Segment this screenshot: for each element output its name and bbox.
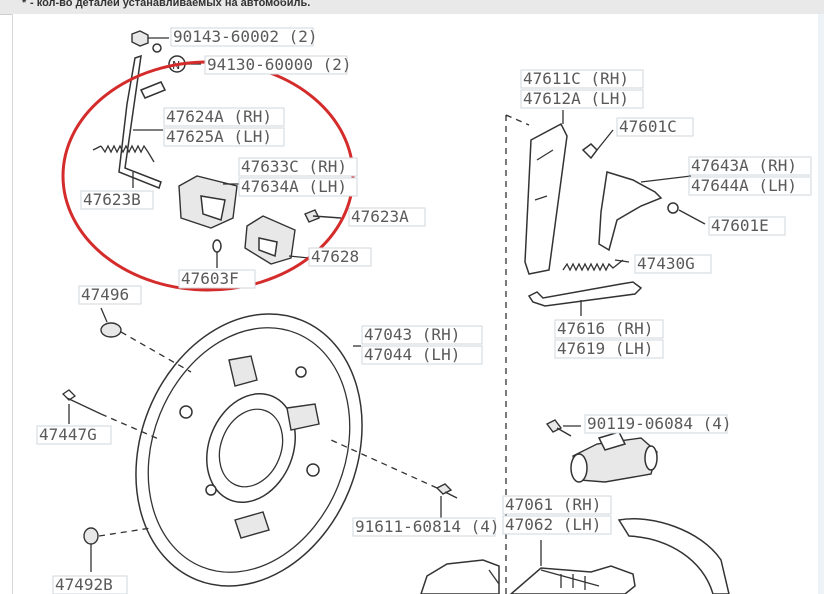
label-47644a[interactable]: 47644A (LH) [691,176,797,195]
lever-part [118,54,162,189]
label-47633c[interactable]: 47633C (RH) [241,157,347,176]
label-47612a[interactable]: 47612A (LH) [523,89,629,108]
anchor-bolt-part [61,389,102,415]
wheel-cylinder-part [570,431,658,483]
label-47496[interactable]: 47496 [81,285,129,304]
brake-parts-diagram: .ln { stroke:#333; stroke-width:1.3; fil… [36,27,812,594]
spring-part [92,144,155,163]
label-47601c[interactable]: 47601C [619,117,677,136]
cylinder-bolt-part [545,419,572,437]
label-47603f[interactable]: 47603F [181,269,239,288]
label-47619[interactable]: 47619 (LH) [557,339,653,358]
backing-plate [135,313,363,587]
label-47061[interactable]: 47061 (RH) [505,495,601,514]
label-47430g[interactable]: 47430G [637,254,695,273]
label-47492b[interactable]: 47492B [55,575,113,594]
parts-diagram-viewer[interactable]: .ln { stroke:#333; stroke-width:1.3; fil… [12,14,824,594]
label-47044[interactable]: 47044 (LH) [364,345,460,364]
pin-part [212,239,222,253]
label-47447g[interactable]: 47447G [39,425,97,444]
plug-part [83,527,99,545]
label-94130[interactable]: 94130-60000 (2) [207,55,352,74]
footnote-text: - кол-во деталей устанавливаемых на авто… [30,0,311,9]
label-47601e[interactable]: 47601E [711,216,769,235]
grommet-part [100,322,122,338]
footnote-marker: * [22,0,27,9]
label-47611c[interactable]: 47611C (RH) [523,69,629,88]
label-90143[interactable]: 90143-60002 (2) [173,27,318,46]
label-90119[interactable]: 90119-06084 (4) [587,414,732,433]
label-47634a[interactable]: 47634A (LH) [241,177,347,196]
nut-part [131,30,149,47]
label-47628[interactable]: 47628 [311,247,359,266]
parking-brake-lever-assembly: N [92,30,342,268]
viewer-top-bar: * - кол-во деталей устанавливаемых на ав… [0,0,824,15]
label-47043[interactable]: 47043 (RH) [364,325,460,344]
brake-shoe-assembly [420,518,730,594]
label-47062[interactable]: 47062 (LH) [505,515,601,534]
label-47623a[interactable]: 47623A [351,207,409,226]
bolt-part [304,209,342,223]
part-labels: 90143-60002 (2) 94130-60000 (2) 47624A (… [36,27,812,594]
label-47624a[interactable]: 47624A (RH) [166,107,272,126]
label-47616[interactable]: 47616 (RH) [557,319,653,338]
mount-bolt-part [435,483,458,499]
label-47625a[interactable]: 47625A (LH) [166,127,272,146]
label-91611[interactable]: 91611-60814 (4) [355,517,500,536]
label-47623b[interactable]: 47623B [83,190,141,209]
right-scroll-edge [818,14,824,594]
brake-shoe-lever-group [524,110,706,316]
label-47643a[interactable]: 47643A (RH) [691,156,797,175]
